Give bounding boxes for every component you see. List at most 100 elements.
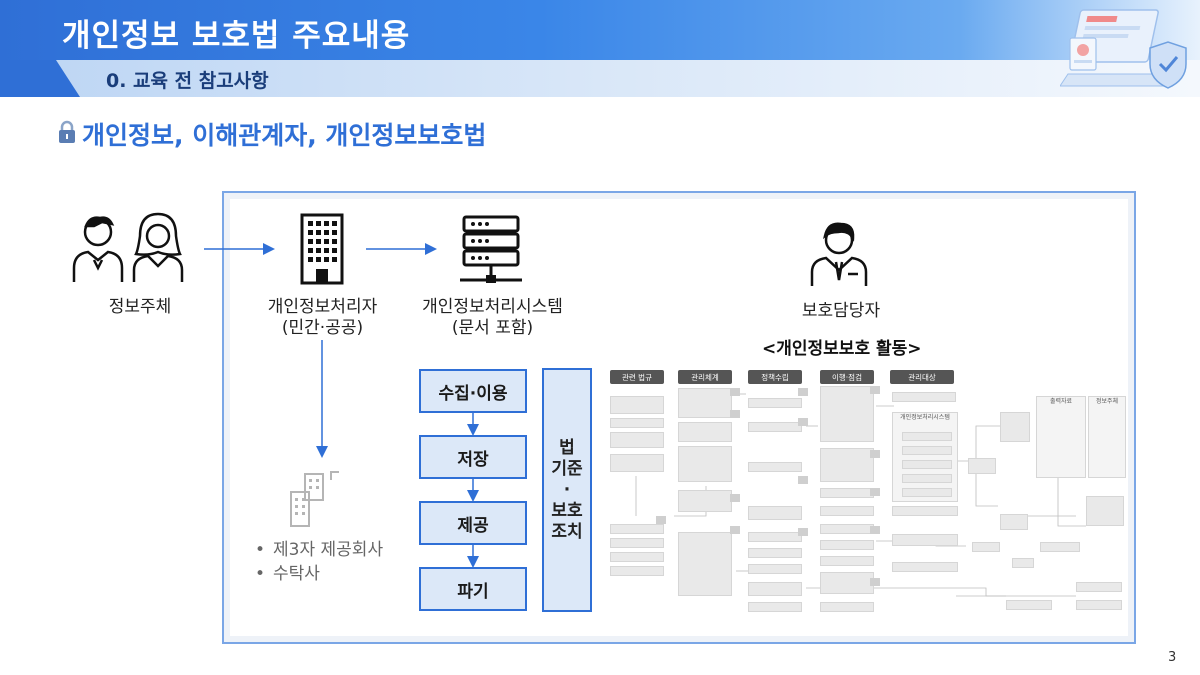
target-processing-system: 개인정보처리시스템 (892, 412, 958, 502)
officer-person-icon (810, 222, 868, 286)
mini-cell (748, 506, 802, 520)
mini-num (798, 528, 808, 536)
mini-cell (610, 454, 664, 472)
law-protection-box: 법 기준 · 보호 조치 (542, 368, 592, 612)
mini-cell (610, 396, 664, 414)
mini-cell (892, 392, 956, 402)
step-destroy: 파기 (419, 567, 527, 611)
tab-management-system: 관리체계 (678, 370, 732, 384)
mini-cell (902, 460, 952, 469)
tab-laws: 관련 법규 (610, 370, 664, 384)
mini-num (730, 388, 740, 396)
system-sublabel: (문서 포함) (451, 318, 534, 338)
step-collect-use: 수집·이용 (419, 369, 527, 413)
mini-num (870, 488, 880, 496)
mini-cell (902, 488, 952, 497)
mini-cell (1012, 558, 1034, 568)
mini-cell (968, 458, 996, 474)
mini-cell (748, 398, 802, 408)
mini-cell (892, 562, 958, 572)
activities-title: <개인정보보호 활동> (762, 339, 922, 359)
mini-cell (748, 548, 802, 558)
mini-num (730, 526, 740, 534)
mini-cell (610, 418, 664, 428)
mini-cell (748, 602, 802, 612)
mini-num (798, 476, 808, 484)
mini-cell (820, 448, 874, 482)
mini-num (656, 516, 666, 524)
mini-cell (1000, 514, 1028, 530)
mini-cell (820, 506, 874, 516)
lock-icon (59, 120, 75, 143)
list-item: 제3자 제공회사 (255, 538, 383, 562)
target-data-subject: 정보주체 (1088, 396, 1126, 478)
processor-label: 개인정보처리자 (267, 297, 378, 317)
step-store: 저장 (419, 435, 527, 479)
data-subject-people-icon (72, 212, 184, 282)
list-item: 수탁사 (255, 562, 383, 586)
mini-cell (902, 446, 952, 455)
mini-num (730, 410, 740, 418)
system-label: 개인정보처리시스템 (422, 297, 563, 317)
header-band (0, 0, 1200, 60)
processor-sublabel: (민간·공공) (281, 318, 364, 338)
mini-cell (902, 432, 952, 441)
tab-policy: 정책수립 (748, 370, 802, 384)
mini-num (870, 578, 880, 586)
mini-cell (678, 422, 732, 442)
mini-cell (892, 534, 958, 546)
mini-cell (972, 542, 1000, 552)
mini-cell (1076, 582, 1122, 592)
mini-cell (678, 446, 732, 482)
activities-diagram: 관련 법규 관리체계 정책수립 이행·점검 관리대상 (606, 366, 1126, 618)
mini-cell (1040, 542, 1080, 552)
data-subject-label: 정보주체 (108, 297, 172, 317)
third-party-buildings-icon (290, 471, 339, 527)
building-icon (300, 213, 344, 285)
mini-cell (610, 538, 664, 548)
tab-implementation: 이행·점검 (820, 370, 874, 384)
mini-cell (820, 602, 874, 612)
mini-cell (678, 388, 732, 418)
target-printouts: 출력자료 (1036, 396, 1086, 478)
mini-cell (610, 566, 664, 576)
mini-cell (892, 506, 958, 516)
mini-cell (820, 540, 874, 550)
mini-cell (820, 556, 874, 566)
mini-cell (610, 432, 664, 448)
mini-cell (748, 422, 802, 432)
security-illustration-icon (1060, 9, 1187, 89)
mini-num (870, 386, 880, 394)
mini-cell (610, 552, 664, 562)
mini-cell (748, 564, 802, 574)
mini-num (870, 450, 880, 458)
mini-cell (748, 462, 802, 472)
mini-num (798, 388, 808, 396)
page-number: 3 (1168, 650, 1177, 665)
mini-num (730, 494, 740, 502)
server-icon (460, 215, 522, 283)
mini-num (798, 418, 808, 426)
slide-header: 개인정보 보호법 주요내용 0. 교육 전 참고사항 (0, 0, 1200, 97)
page-title: 개인정보 보호법 주요내용 (62, 18, 411, 54)
mini-cell (678, 490, 732, 512)
mini-cell (1086, 496, 1124, 526)
mini-cell (820, 524, 874, 534)
tab-targets: 관리대상 (890, 370, 954, 384)
mini-cell (1076, 600, 1122, 610)
third-party-list: 제3자 제공회사 수탁사 (255, 538, 383, 586)
section-title: 개인정보, 이해관계자, 개인정보보호법 (82, 121, 487, 150)
step-provide: 제공 (419, 501, 527, 545)
mini-cell (820, 572, 874, 594)
mini-cell (902, 474, 952, 483)
mini-cell (820, 488, 874, 498)
subheader-band (0, 60, 1200, 97)
mini-cell (820, 386, 874, 442)
page-subtitle: 0. 교육 전 참고사항 (106, 70, 269, 92)
mini-cell (1000, 412, 1030, 442)
mini-cell (678, 532, 732, 596)
mini-cell (748, 532, 802, 542)
mini-cell (1006, 600, 1052, 610)
mini-num (870, 526, 880, 534)
